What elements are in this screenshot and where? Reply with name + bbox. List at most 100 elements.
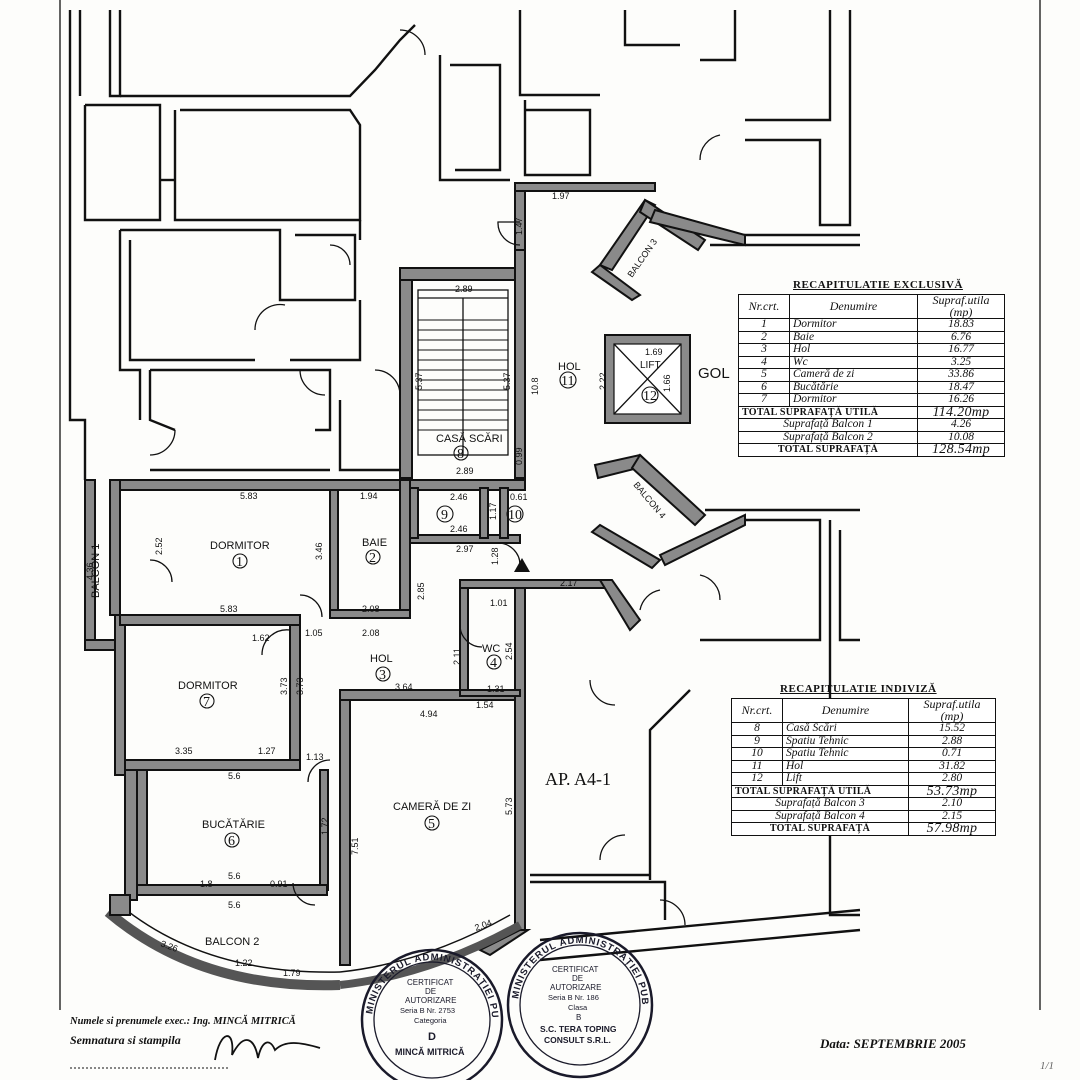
stamp-left-l3: AUTORIZARE <box>405 996 456 1005</box>
room-casa-scari-label: CASĂ SCĂRI <box>436 432 503 445</box>
th-denumire: Denumire <box>782 698 909 723</box>
dim: 0.61 <box>510 492 528 502</box>
stamp-right-l7: S.C. TERA TOPING <box>540 1024 617 1034</box>
room-balcon-2-label: BALCON 2 <box>205 936 259 948</box>
row-nr: 12 <box>731 772 783 786</box>
row-supraf: 31.82 <box>908 759 996 773</box>
room-dormitor-1-label: DORMITOR <box>210 540 270 552</box>
row-supraf: 33.86 <box>917 368 1005 382</box>
dim: 2.52 <box>154 537 164 555</box>
date-label: Data: SEPTEMBRIE 2005 <box>820 1036 966 1051</box>
row-denumire: Cameră de zi <box>789 368 918 382</box>
row-nr: 6 <box>738 380 790 394</box>
room-hol-3-label: HOL <box>370 653 393 665</box>
context-walls <box>68 10 861 962</box>
stamp-left-ring: MINISTERUL ADMINISTRAȚIEI PUBLICE <box>0 0 499 1019</box>
dim: 2.54 <box>504 642 514 660</box>
room-wc-num: 4 <box>490 656 497 671</box>
row-denumire: Spatiu Tehnic <box>782 747 909 761</box>
dim: 2.08 <box>362 604 380 614</box>
room-dormitor-7-num: 7 <box>203 695 210 710</box>
room-bucatarie-label: BUCĂTĂRIE <box>202 818 265 831</box>
th-nr: Nr.crt. <box>738 294 790 319</box>
entrance-arrow <box>514 558 530 572</box>
room-balcon-1-label: BALCON 1 <box>90 544 102 598</box>
dim: 5.37 <box>414 372 424 390</box>
row-denumire: Spatiu Tehnic <box>782 734 909 748</box>
dim: 2.89 <box>455 284 473 294</box>
dim: 1.79 <box>283 968 301 978</box>
gol-label: GOL <box>698 365 730 382</box>
row-denumire: Wc <box>789 355 918 369</box>
row-nr: 5 <box>738 368 790 382</box>
dim: 1.62 <box>252 633 270 643</box>
dim: 1.17 <box>488 502 498 520</box>
room-10-num: 10 <box>508 508 522 523</box>
lift-and-balconies <box>590 198 746 570</box>
room-hol-3-num: 3 <box>379 668 386 683</box>
stamp-right: MINISTERUL ADMINISTRAȚIEI PUBLICE CERTIF… <box>0 0 654 1079</box>
dim: 4.94 <box>420 709 438 719</box>
dim: 1.66 <box>662 374 672 392</box>
balcon-label: Suprafață Balcon 2 <box>738 430 918 444</box>
sign-label: Semnatura si stampila <box>70 1033 181 1047</box>
room-wc-label: WC <box>482 643 500 655</box>
stamp-right-l4: Seria B Nr. 186 <box>548 993 599 1002</box>
exec-label: Numele si prenumele exec.: Ing. MINCĂ MI… <box>70 1016 296 1027</box>
door-swings <box>149 29 721 926</box>
dim: 2.22 <box>598 372 608 390</box>
room-hol-11-num: 11 <box>561 374 574 389</box>
balcon-value: 4.26 <box>917 418 1005 432</box>
dim: 2.46 <box>450 492 468 502</box>
row-denumire: Casă Scări <box>782 722 909 736</box>
table-exclusiva-title: RECAPITULATIE EXCLUSIVĂ <box>793 279 963 291</box>
room-baie-label: BAIE <box>362 537 387 549</box>
dim: 1.47 <box>514 217 524 235</box>
dim: 1.22 <box>235 958 253 968</box>
stamp-left-l4: Seria B Nr. 2753 <box>400 1006 455 1015</box>
apartment-label: AP. A4-1 <box>545 769 611 789</box>
row-nr: 11 <box>731 759 783 773</box>
room-lift-label: LIFT <box>640 360 661 371</box>
dim: 2.46 <box>450 524 468 534</box>
dim: 1.13 <box>306 752 324 762</box>
row-denumire: Hol <box>782 759 909 773</box>
row-nr: 9 <box>731 734 783 748</box>
row-nr: 8 <box>731 722 783 736</box>
room-lift-num: 12 <box>643 389 657 404</box>
row-denumire: Baie <box>789 330 918 344</box>
stamp-left-l7: MINCĂ MITRICĂ <box>395 1047 465 1057</box>
dim: 5.73 <box>504 797 514 815</box>
th-supraf: Supraf.utila (mp) <box>917 294 1005 319</box>
stamp-left-l5: Categoria <box>414 1016 447 1025</box>
dim: 1.94 <box>360 491 378 501</box>
row-nr: 10 <box>731 747 783 761</box>
signature <box>214 1035 321 1061</box>
dim: 1.27 <box>258 746 276 756</box>
dimension-labels: 5.83 1.94 3.46 2.52 5.83 2.89 5.37 5.37 … <box>85 191 672 978</box>
row-denumire: Dormitor <box>789 318 918 332</box>
total-util-label: TOTAL SUPRAFAȚĂ UTILĂ <box>738 405 918 419</box>
stamp-left-l2: DE <box>425 987 436 996</box>
row-nr: 7 <box>738 393 790 407</box>
th-supraf: Supraf.utila (mp) <box>908 698 996 723</box>
dim: 2.08 <box>362 628 380 638</box>
dim: 4.36 <box>85 562 95 580</box>
dim: 1.31 <box>487 684 505 694</box>
room-baie-num: 2 <box>369 551 376 566</box>
row-nr: 4 <box>738 355 790 369</box>
dim: 0.91 <box>270 879 288 889</box>
dim: 5.37 <box>502 372 512 390</box>
stamp-right-l1: CERTIFICAT <box>552 965 598 974</box>
dim: 1.01 <box>490 598 508 608</box>
room-9-num: 9 <box>441 508 448 523</box>
total-value: 128.54mp <box>917 443 1005 457</box>
total-label: TOTAL SUPRAFAȚĂ <box>738 443 918 457</box>
